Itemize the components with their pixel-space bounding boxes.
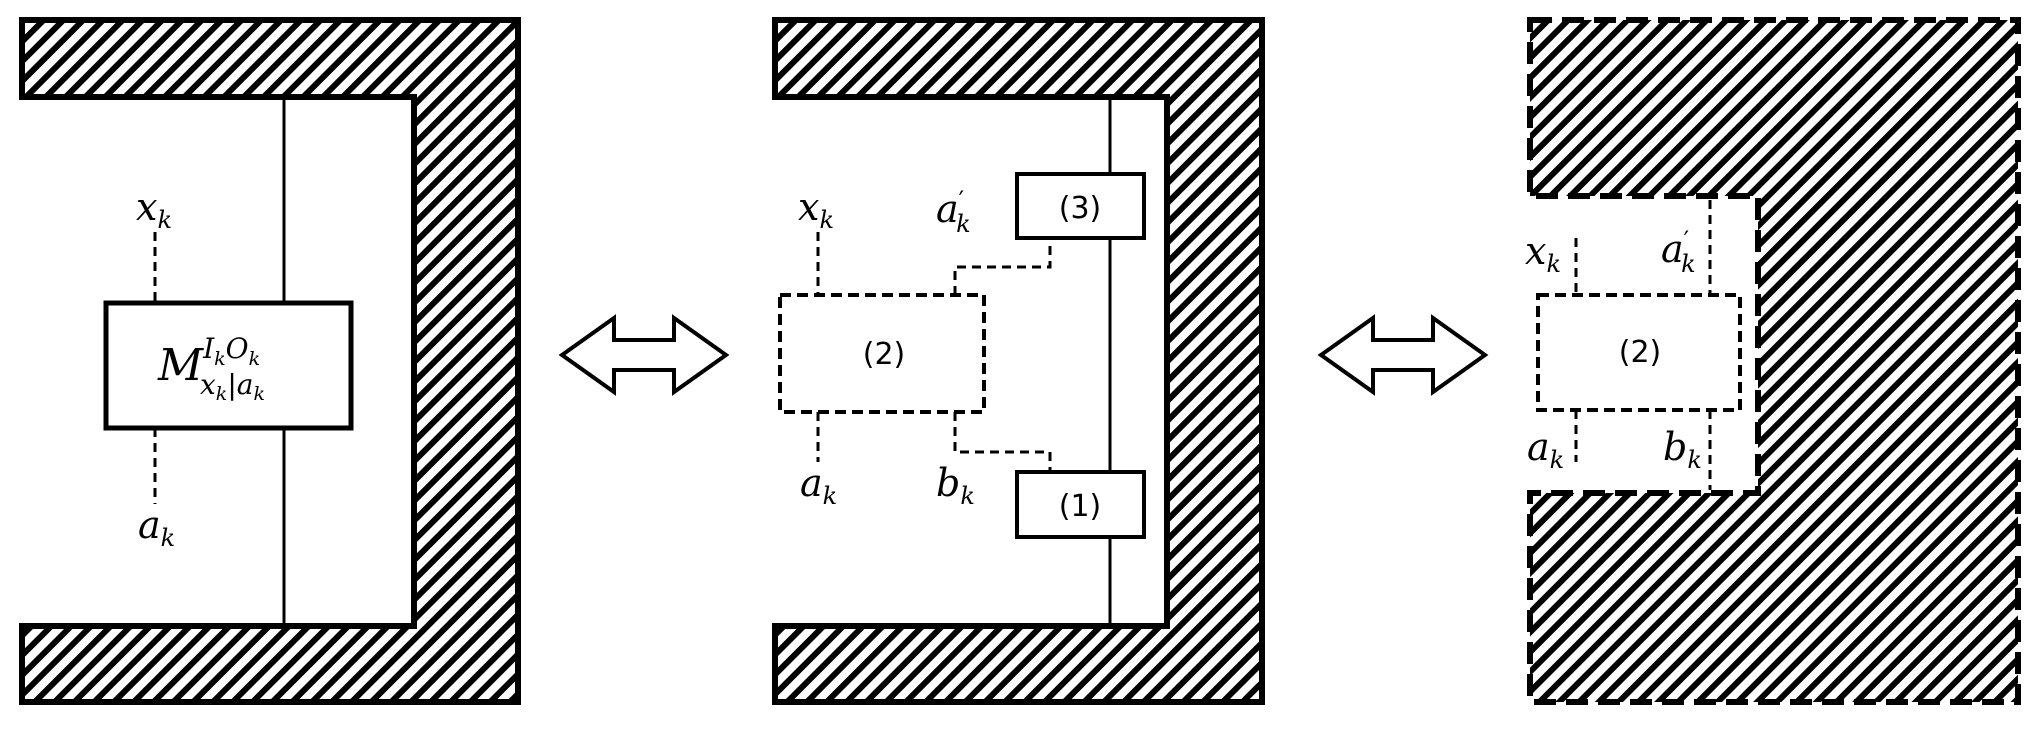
panel-3-comb: (2) xk ak a′k bk [1525, 17, 2021, 705]
panel-2-b-label: bk [936, 461, 975, 510]
panel-2-ap-dashed-wire [953, 238, 1052, 295]
panel-3-hatched-wall [1527, 17, 2021, 705]
panel-2-box-2 [778, 293, 986, 414]
panel-2-b-dashed-wire [953, 412, 1052, 472]
panel-3-box-2 [1536, 293, 1742, 412]
panel-2-box-3-label: (3) [1059, 191, 1102, 226]
panel-2-hatched-wall [772, 17, 1265, 705]
double-arrow-icon [1317, 314, 1489, 396]
panel-3-b-label: bk [1663, 425, 1702, 474]
panel-1-measurement-label: MIkOk [157, 332, 260, 391]
panel-1-measurement-subscript: xk|ak [200, 368, 265, 405]
panel-2-box-1-label: (1) [1059, 489, 1102, 524]
panel-3-ap-label: a′k [1661, 226, 1696, 278]
panel-2-comb: (3) (1) (2) xk ak a′k bk [772, 17, 1265, 705]
panel-2-box-3 [1015, 172, 1146, 240]
panel-1-x-label: xk [136, 185, 172, 234]
panel-2-x-label: xk [798, 185, 834, 234]
panel-3-x-label: xk [1525, 229, 1561, 278]
panel-1-comb: MIkOk xk|ak xk ak [19, 17, 521, 705]
panel-1-a-label: ak [138, 503, 175, 552]
double-arrow-icon [558, 314, 730, 396]
panel-2-ap-label: a′k [936, 186, 971, 238]
panel-1-hatched-wall [19, 17, 521, 705]
panel-2-box-1 [1015, 470, 1146, 539]
panel-3-a-label: ak [1527, 425, 1564, 474]
panel-3-box-2-label: (2) [1619, 335, 1662, 370]
panel-2-box-2-label: (2) [863, 337, 906, 372]
panel-1-measurement-box [103, 300, 354, 431]
panel-2-a-label: ak [800, 461, 837, 510]
